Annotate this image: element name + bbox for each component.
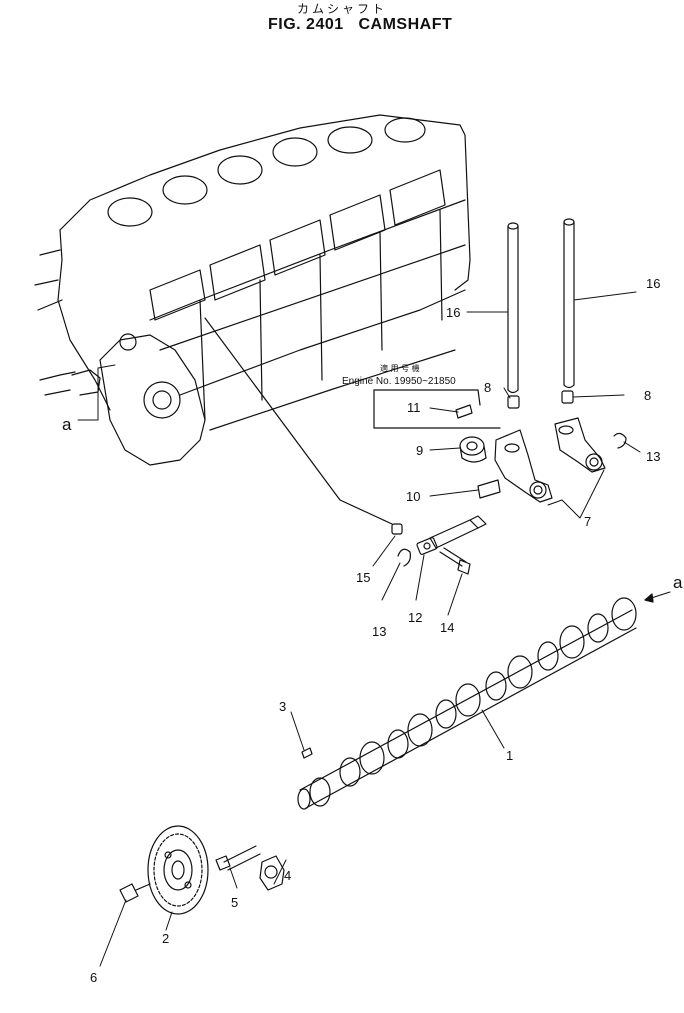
bolt-part-6 xyxy=(119,883,151,903)
ref-a-left: a xyxy=(62,415,72,434)
callout-10: 10 xyxy=(406,489,420,504)
figure-title: FIG. 2401 CAMSHAFT xyxy=(268,16,453,33)
dowel-part-15 xyxy=(391,523,403,535)
callout-6: 6 xyxy=(90,970,97,985)
pin-part-11 xyxy=(455,404,473,419)
callout-5: 5 xyxy=(231,895,238,910)
snap-ring-left xyxy=(397,548,411,567)
callout-4: 4 xyxy=(284,868,291,883)
adjuster-left xyxy=(507,395,520,409)
cam-follower-left xyxy=(494,429,553,503)
callout-12: 12 xyxy=(408,610,422,625)
callout-13-right: 13 xyxy=(646,449,660,464)
callout-16-left: 16 xyxy=(446,305,460,320)
callout-8-right: 8 xyxy=(644,388,651,403)
callout-7: 7 xyxy=(584,514,591,529)
callout-14: 14 xyxy=(440,620,454,635)
cam-gear xyxy=(147,825,209,915)
adjuster-right xyxy=(561,390,574,404)
title-japanese: カムシャフト xyxy=(296,2,387,16)
callout-2: 2 xyxy=(162,931,169,946)
callout-16-right: 16 xyxy=(646,276,660,291)
push-rod-left xyxy=(507,222,519,394)
callout-3: 3 xyxy=(279,699,286,714)
pin-part-10 xyxy=(477,479,501,499)
bolt-part-14 xyxy=(439,547,471,575)
arrow-ref-a-right xyxy=(644,593,654,603)
push-rod-right xyxy=(563,218,575,389)
callout-13-left: 13 xyxy=(372,624,386,639)
leader-block-to-15 xyxy=(204,317,393,525)
camshaft xyxy=(297,597,637,810)
follower-shaft xyxy=(416,515,487,555)
callout-15: 15 xyxy=(356,570,370,585)
serial-note-line1: 適 用 号 機 xyxy=(380,363,420,373)
callout-numbers: 16 16 8 8 11 9 10 7 13 15 13 12 14 1 3 4… xyxy=(62,276,683,985)
spacer-part-9 xyxy=(459,436,487,463)
cam-follower-right xyxy=(554,417,606,473)
thrust-plate xyxy=(259,855,285,891)
engine-block xyxy=(34,114,471,466)
woodruff-key xyxy=(301,747,313,759)
note-bracket xyxy=(373,389,501,429)
ref-a-right: a xyxy=(673,573,683,592)
bolt-part-5 xyxy=(215,845,261,871)
snap-ring-right xyxy=(613,432,627,449)
serial-note-line2: Engine No. 19950~21850 xyxy=(342,376,456,387)
callout-11: 11 xyxy=(407,400,421,415)
callout-8-left: 8 xyxy=(484,380,491,395)
serial-note: 適 用 号 機 Engine No. 19950~21850 xyxy=(342,363,456,387)
callout-9: 9 xyxy=(416,443,423,458)
callout-1: 1 xyxy=(506,748,513,763)
